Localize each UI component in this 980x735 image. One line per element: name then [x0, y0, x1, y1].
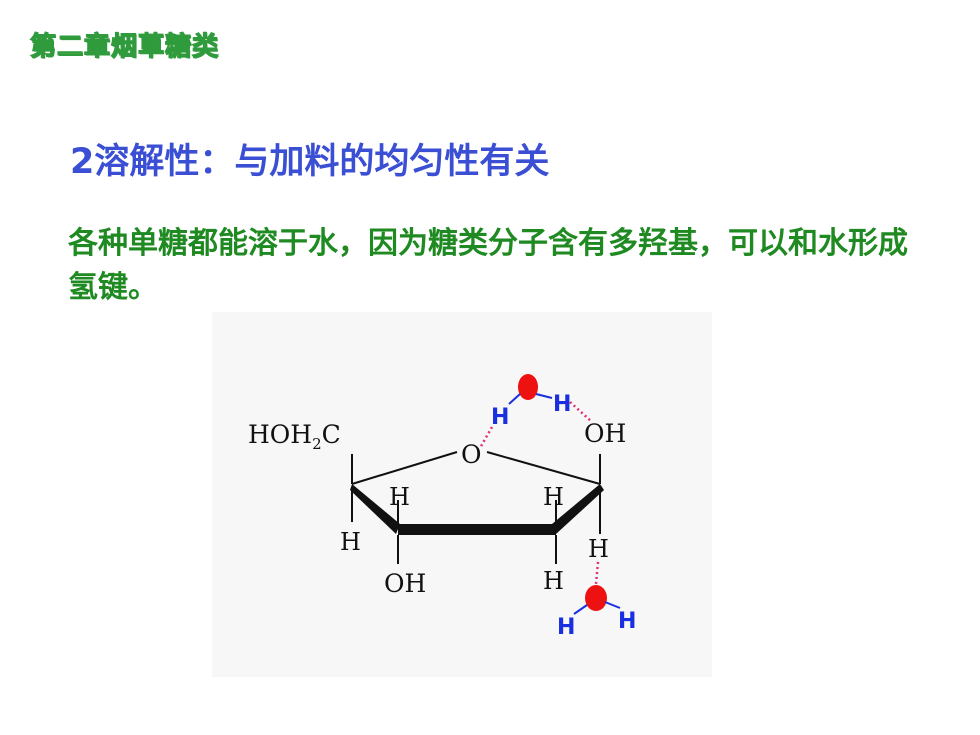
hbond-bottom — [594, 561, 600, 585]
water-top-h-right: H — [553, 392, 571, 417]
water-top-oh-bond-right — [535, 393, 553, 399]
label-h-c3: H — [389, 483, 410, 511]
label-h-c2: H — [543, 483, 564, 511]
water-bottom-oh-bond-left — [573, 604, 588, 615]
chapter-title: 第二章烟草糖类 — [29, 31, 220, 62]
bond-c3-c2-bold — [398, 524, 556, 535]
figure-background — [212, 312, 712, 677]
furanose-hydrogen-bond-diagram: HOH2C O OH H H H H OH H H H H H — [212, 312, 712, 677]
label-hoh2c: HOH2C — [248, 420, 341, 453]
label-h-c1: H — [588, 535, 609, 563]
slide-body-text: 各种单糖都能溶于水，因为糖类分子含有多羟基，可以和水形成氢键。 — [68, 226, 908, 305]
bond-c1-c2-wedge — [552, 484, 604, 534]
label-ring-oxygen: O — [461, 440, 482, 469]
bond-c4-o — [351, 451, 458, 485]
water-bottom-oxygen — [585, 585, 607, 611]
water-top-h-left: H — [491, 405, 509, 430]
water-bottom-h-left: H — [557, 615, 575, 640]
water-bottom-h-right: H — [618, 609, 636, 634]
bond-o-c1 — [486, 451, 601, 485]
bond-c4-c3-wedge — [350, 484, 400, 534]
water-top-oxygen — [518, 374, 538, 400]
water-top-oh-bond-left — [508, 393, 521, 405]
slide-heading: 2溶解性：与加料的均匀性有关 — [70, 142, 550, 182]
water-bottom-oh-bond-right — [604, 601, 621, 609]
diagram-canvas: HOH2C O OH H H H H OH H H H H H — [212, 312, 712, 677]
label-oh-bottom: OH — [384, 569, 426, 598]
label-h-bottom: H — [543, 567, 564, 595]
label-h-c4: H — [340, 528, 361, 556]
hbond-top-left — [478, 426, 494, 449]
label-oh-top: OH — [584, 419, 626, 448]
